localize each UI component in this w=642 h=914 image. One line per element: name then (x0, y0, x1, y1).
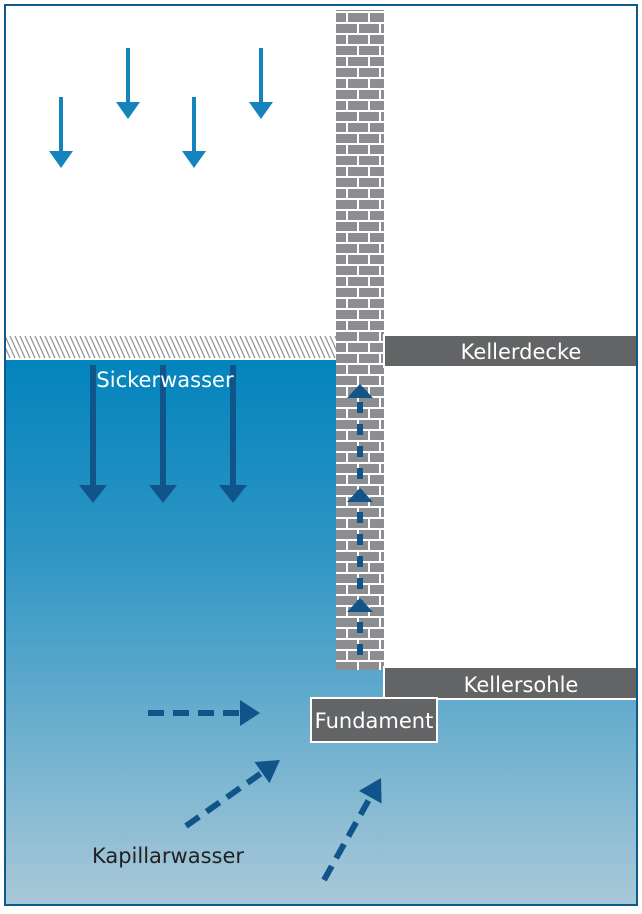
capillary-dash (173, 710, 189, 716)
rain-arrow-icon (182, 97, 206, 168)
rising-dash (357, 578, 363, 589)
rising-dash (357, 644, 363, 655)
seepage-arrow-icon (219, 365, 247, 503)
rising-dash (357, 512, 363, 523)
capillary-dash (223, 710, 239, 716)
rain-arrow-icon (49, 97, 73, 168)
kellerdecke-slab (383, 334, 636, 368)
capillary-arrowhead-icon (358, 778, 382, 804)
capillary-dash (245, 771, 263, 786)
rising-dash (357, 622, 363, 633)
rising-dash (357, 556, 363, 567)
rising-dash (357, 468, 363, 479)
capillary-arrowhead-icon (240, 700, 260, 726)
seepage-arrow-icon (149, 365, 177, 503)
air-area (6, 6, 636, 360)
rising-dash (357, 402, 363, 413)
label-kapillarwasser: Kapillarwasser (92, 844, 244, 868)
kellersohle-slab (383, 666, 636, 700)
rising-dash (357, 424, 363, 435)
label-kellerdecke: Kellerdecke (461, 340, 582, 364)
capillary-dash (345, 820, 359, 838)
basement-interior (384, 365, 636, 667)
rising-arrowhead-icon (347, 598, 373, 612)
capillary-dash (333, 842, 347, 860)
rain-arrow-icon (116, 48, 140, 119)
capillary-dash (198, 710, 214, 716)
capillary-dash (148, 710, 164, 716)
basement-wall (336, 10, 384, 670)
capillary-dash (225, 785, 242, 800)
rising-arrowhead-icon (347, 384, 373, 398)
fundament-block (310, 697, 438, 743)
capillary-dash (184, 814, 201, 829)
rising-dash (357, 446, 363, 457)
rising-damp-arrows (347, 384, 373, 655)
capillary-dash (357, 799, 372, 816)
seepage-arrow-icon (79, 365, 107, 503)
rising-arrowhead-icon (347, 488, 373, 502)
rain-arrows (49, 48, 273, 168)
label-fundament: Fundament (315, 709, 434, 733)
label-kellersohle: Kellersohle (464, 673, 579, 697)
seepage-arrows (79, 365, 247, 503)
rising-dash (357, 534, 363, 545)
capillary-arrowhead-icon (254, 760, 280, 784)
rain-arrow-icon (249, 48, 273, 119)
ground-surface-hatch (6, 335, 336, 359)
frame-border (4, 4, 638, 906)
capillary-dash (321, 864, 335, 882)
label-sickerwasser: Sickerwasser (96, 368, 234, 392)
capillary-arrows (148, 700, 382, 882)
capillary-dash (204, 799, 222, 815)
